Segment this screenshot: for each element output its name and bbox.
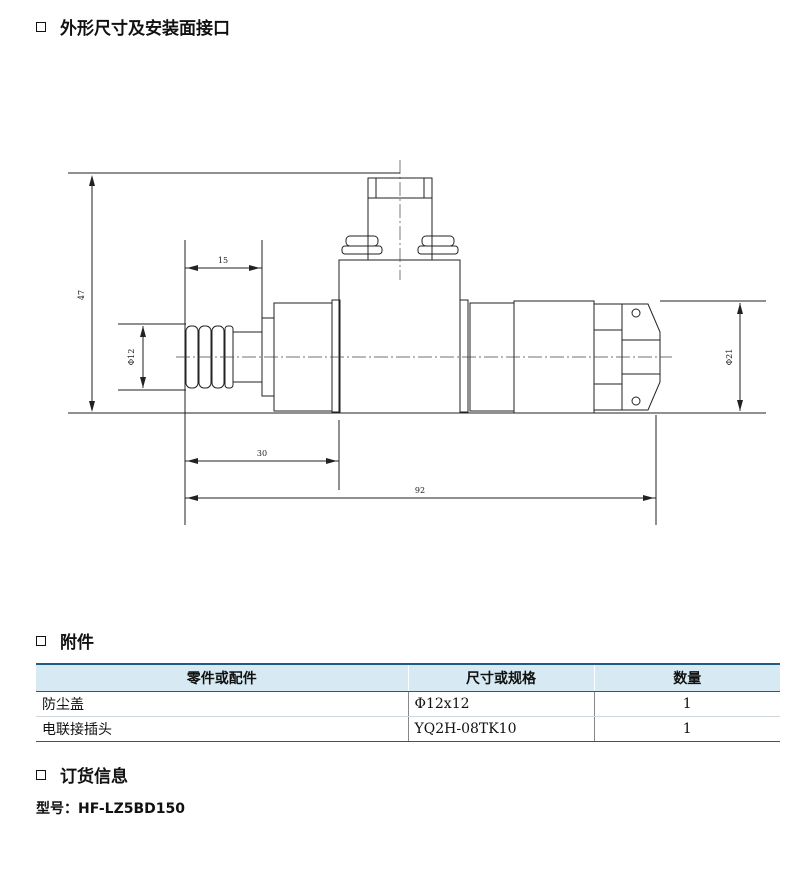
checkbox-icon <box>36 635 46 646</box>
dimensions-title-text: 外形尺寸及安装面接口 <box>60 19 230 39</box>
dimensions-section-title: 外形尺寸及安装面接口 <box>36 14 230 39</box>
column-header-spec: 尺寸或规格 <box>407 663 594 692</box>
ordering-section-title: 订货信息 <box>36 762 128 787</box>
accessories-table: 零件或配件 尺寸或规格 数量 防尘盖 Φ12x12 1 电联接插头 YQ2H-0… <box>36 663 780 742</box>
column-header-part: 零件或配件 <box>36 663 408 692</box>
cell-part: 防尘盖 <box>36 691 408 717</box>
dim-92-label: 92 <box>415 486 425 495</box>
dim-phi21-label: Φ21 <box>725 349 734 366</box>
model-value: HF-LZ5BD150 <box>78 801 185 817</box>
table-row: 电联接插头 YQ2H-08TK10 1 <box>36 716 780 742</box>
accessories-section-title: 附件 <box>36 628 94 653</box>
model-number: 型号：HF-LZ5BD150 <box>36 798 185 818</box>
dim-47-label: 47 <box>77 290 86 300</box>
dim-15-label: 15 <box>218 256 228 265</box>
column-header-qty: 数量 <box>593 663 780 692</box>
table-header-row: 零件或配件 尺寸或规格 数量 <box>36 663 780 692</box>
cell-spec: YQ2H-08TK10 <box>407 716 594 742</box>
checkbox-icon <box>36 769 46 780</box>
dim-phi12-label: Φ12 <box>127 349 136 366</box>
cell-qty: 1 <box>593 691 780 717</box>
dimension-drawing: 15 47 Φ12 Φ21 30 92 <box>68 160 766 525</box>
accessories-title-text: 附件 <box>60 633 94 653</box>
cell-part: 电联接插头 <box>36 716 408 742</box>
checkbox-icon <box>36 21 46 32</box>
ordering-title-text: 订货信息 <box>60 767 128 787</box>
cell-spec: Φ12x12 <box>407 691 594 717</box>
table-row: 防尘盖 Φ12x12 1 <box>36 691 780 717</box>
dim-30-label: 30 <box>257 449 267 458</box>
cell-qty: 1 <box>593 716 780 742</box>
model-label: 型号： <box>36 801 78 817</box>
